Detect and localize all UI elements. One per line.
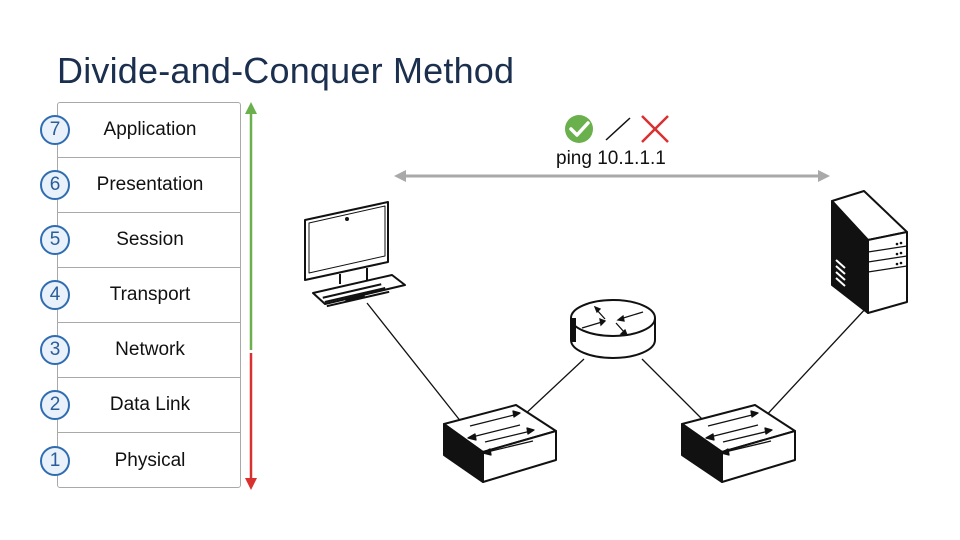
switch-icon [681, 404, 796, 483]
desktop-computer-icon [304, 201, 406, 308]
check-circle-icon [565, 115, 593, 143]
router-icon [570, 299, 656, 359]
up-arrow [245, 102, 257, 350]
layer-number-badge: 5 [40, 225, 70, 255]
layer-name: Application [103, 119, 197, 140]
separator-slash [605, 117, 631, 141]
layer-number-badge: 7 [40, 115, 70, 145]
osi-layer: 7 Application [40, 103, 240, 158]
layer-name: Transport [109, 284, 191, 305]
layer-number-badge: 4 [40, 280, 70, 310]
osi-layer: 6 Presentation [40, 158, 240, 213]
layer-name: Physical [114, 449, 186, 471]
osi-layer: 5 Session [40, 213, 240, 268]
layer-name: Session [116, 229, 184, 250]
switch-icon [443, 404, 557, 483]
osi-layer-stack: 7 Application 6 Presentation 5 Session 4… [40, 102, 241, 488]
network-links [366, 302, 869, 424]
osi-layer: 1 Physical [40, 433, 240, 488]
layer-name: Data Link [109, 394, 191, 415]
x-icon [641, 115, 669, 143]
layer-name: Presentation [96, 174, 204, 195]
osi-layer: 3 Network [40, 323, 240, 378]
server-icon [831, 190, 908, 314]
page-title: Divide-and-Conquer Method [57, 50, 515, 91]
layer-number-badge: 2 [40, 390, 70, 420]
ping-path-arrow [394, 170, 830, 182]
osi-layer: 2 Data Link [40, 378, 240, 433]
layer-name: Network [115, 339, 185, 360]
osi-layer: 4 Transport [40, 268, 240, 323]
layer-number-badge: 6 [40, 170, 70, 200]
ping-command-label: ping 10.1.1.1 [556, 148, 666, 169]
layer-number-badge: 1 [40, 445, 70, 476]
down-arrow [245, 353, 257, 490]
layer-number-badge: 3 [40, 335, 70, 365]
